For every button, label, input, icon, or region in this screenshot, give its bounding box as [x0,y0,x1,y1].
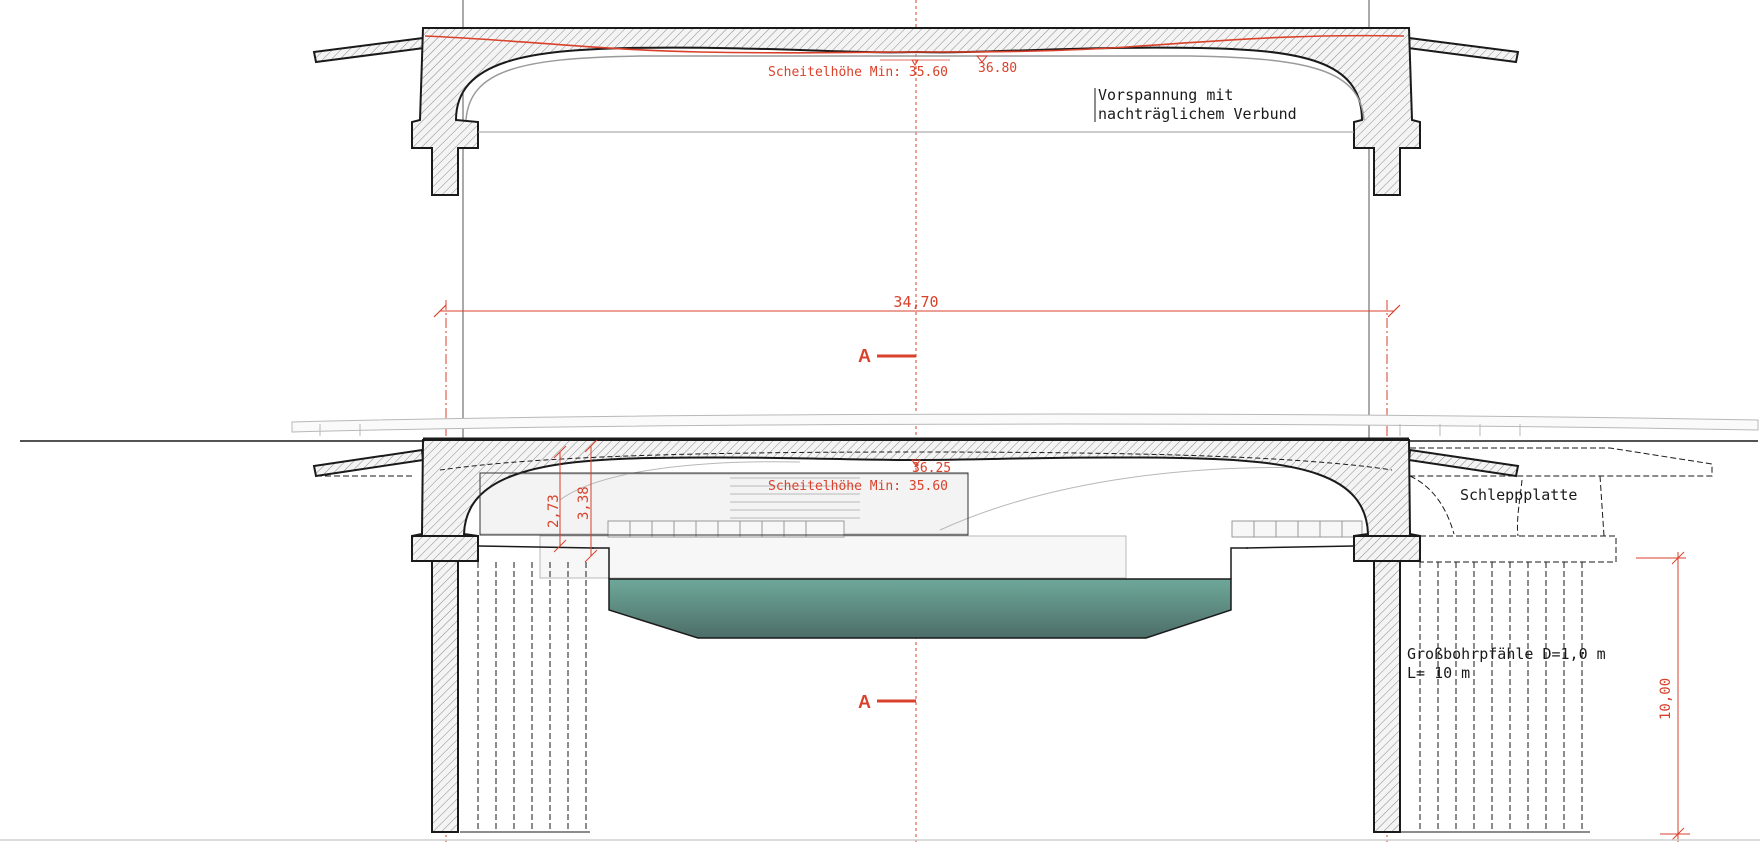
section-mark-top: A [858,346,916,366]
pile-cap-right [1353,535,1421,562]
pile-length-label: 10,00 [1658,678,1674,720]
water-basin [608,578,1232,639]
span-dim-label: 34,70 [893,293,938,311]
piles-left [460,562,590,833]
dim-2-73-tick-top [553,445,567,459]
background-vault-2 [559,461,801,501]
span-tick-left [433,304,447,318]
pile-length-dimension [1636,551,1690,842]
dim-3-38-tick-bot [584,549,598,563]
elevation-right-wing [1407,448,1520,478]
piles-right [1400,562,1590,833]
pile-cap-left [411,535,479,562]
section-mark-bottom: A [858,692,916,712]
top-cross-section: Scheitelhöhe Min: 35.60 36.80 Vorspannun… [312,27,1520,196]
abutment-inner-left [477,545,595,549]
dim-left-2-label: 3,38 [576,486,592,520]
deck-level-marker [911,459,921,467]
piles-label-line2: L= 10 m [1407,664,1470,682]
approach-slab [316,447,1713,563]
section-mark-top-label: A [858,346,871,366]
balustrade-right [1231,520,1363,538]
vertical-dims-left [553,439,598,563]
elevation-tendon-dashed [439,451,1393,471]
prestress-label-line2: nachträglichem Verbund [1098,105,1297,123]
dim-3-38-tick-top [584,439,598,453]
tendon-line [424,34,1405,54]
top-level-marker [975,55,989,63]
piles-label-line1: Großbohrpfähle D=1,0 m [1407,645,1606,663]
basin-rim [592,547,1248,579]
prestress-label-line1: Vorspannung mit [1098,86,1233,104]
top-crown-min-label: Scheitelhöhe Min: 35.60 [768,65,948,80]
stair-steps [730,477,860,519]
background-railing [291,413,1759,433]
deck-level-label: 36.25 [912,461,951,476]
railing-posts [319,424,1521,436]
span-tick-right [1387,304,1401,318]
dim-left-1-label: 2,73 [546,494,562,528]
background-wall [539,535,1127,579]
elevation-crown-min-label: Scheitelhöhe Min: 35.60 [768,479,948,494]
section-mark-bottom-label: A [858,692,871,712]
soffit-line [465,55,1365,121]
abutment-inner-right [1245,545,1355,549]
top-level-label: 36.80 [978,61,1017,76]
left-wing [312,36,426,64]
interior-box [479,472,969,536]
approach-slab-label: Schleppplatte [1460,486,1577,504]
background-context [291,413,1759,579]
dim-2-73-tick-bot [553,539,567,553]
right-wing [1406,36,1520,64]
elevation-left-wing [312,448,425,478]
balustrade-left [607,520,845,538]
